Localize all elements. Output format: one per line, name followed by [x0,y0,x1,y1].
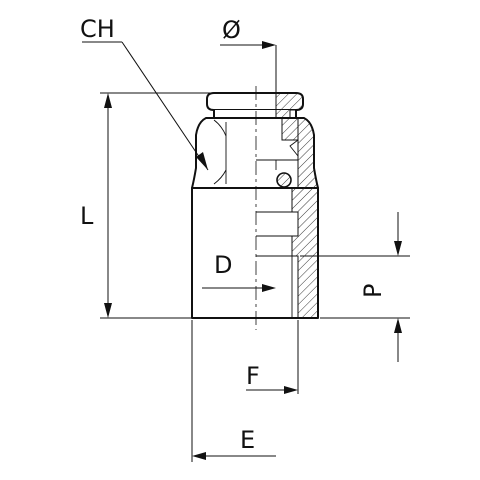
dimension-thread-depth [300,212,410,362]
label-outer-size: E [240,426,255,454]
label-diameter: Ø [222,16,241,44]
dimension-outer-size [191,320,276,462]
dimension-thread-size [246,320,299,394]
dimension-diameter [220,41,277,93]
label-length: L [80,202,94,230]
label-hex: CH [80,15,115,43]
label-thread-size: F [246,362,260,390]
label-thread-depth: P [359,284,387,298]
dimension-bore [202,284,276,292]
label-bore: D [214,251,232,279]
section-view [256,92,319,319]
dimension-hex [82,41,209,171]
o-ring [276,172,292,188]
hex-faces [213,119,227,185]
